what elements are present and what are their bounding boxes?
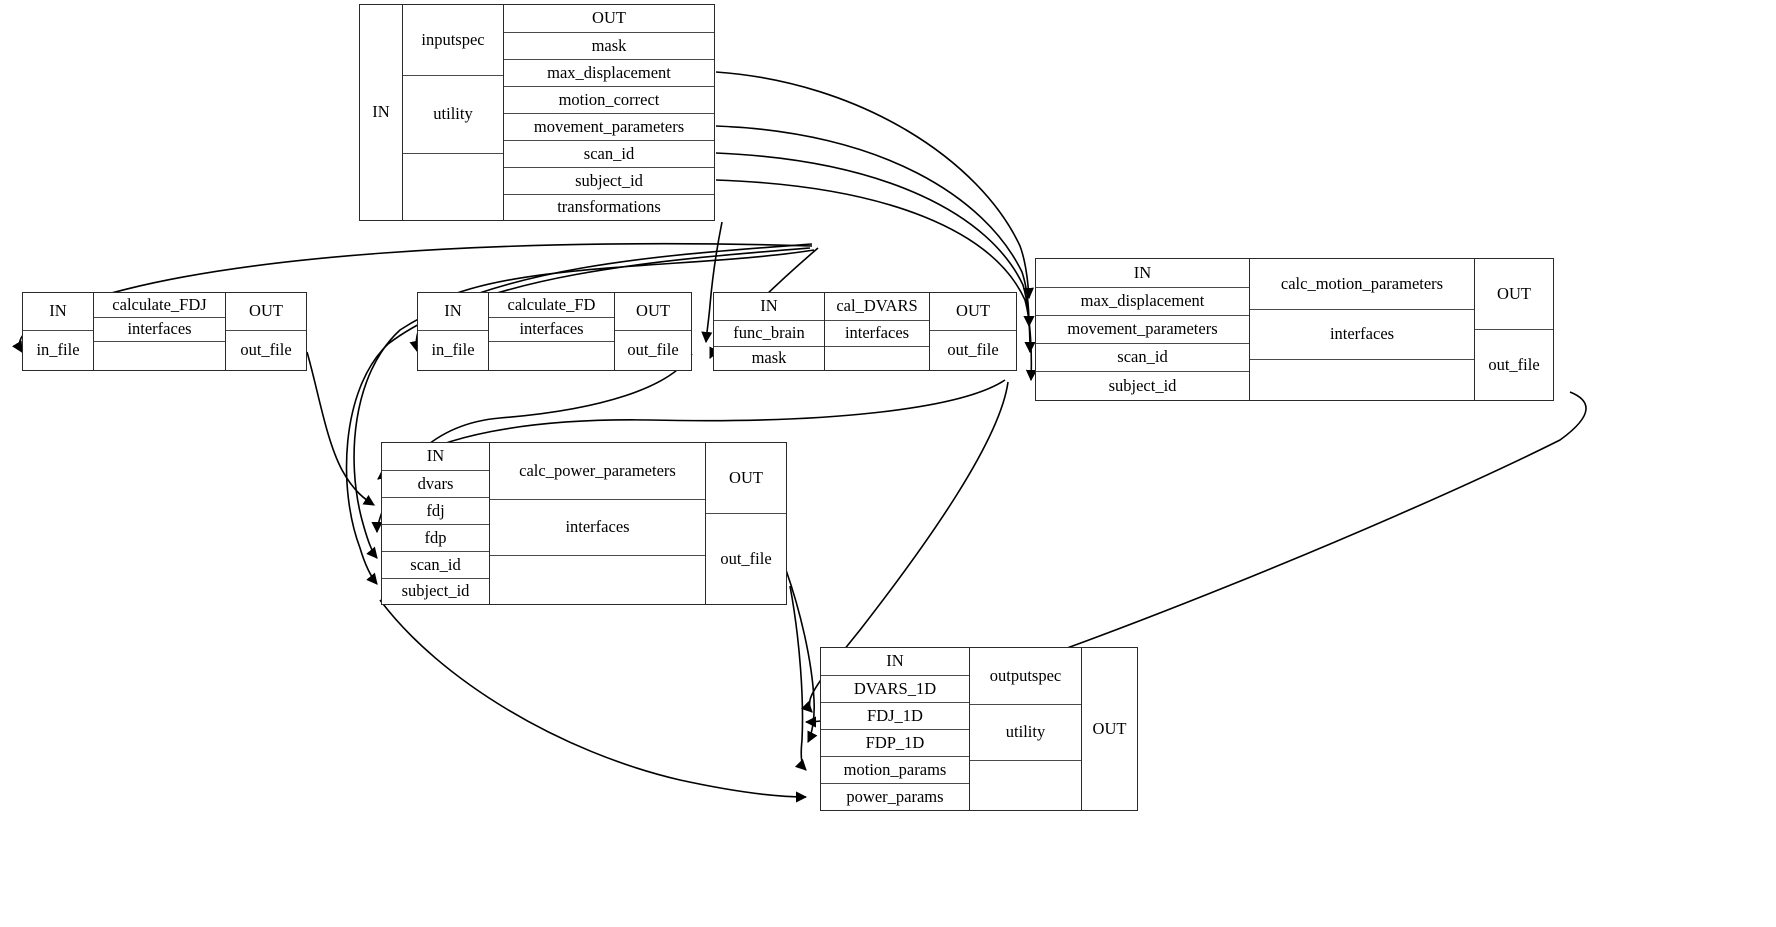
inputspec-out-port-transformations[interactable]: transformations (504, 194, 714, 220)
calculate_FDJ-body-filler: . (94, 341, 225, 370)
node-calculate_FDJ[interactable]: IN in_file calculate_FDJ interfaces . OU… (22, 292, 307, 371)
calc_power_parameters-in-header: IN (382, 443, 489, 470)
outputspec-out-header: OUT (1082, 648, 1137, 810)
calc_motion_parameters-in-header: IN (1036, 259, 1249, 287)
edge-inputspec-max_displacement-to-calc_motion_parameters-max_displacement (715, 71, 1034, 300)
calc_power_parameters-in-port-scan_id[interactable]: scan_id (382, 551, 489, 578)
calculate_FD-in-header: IN (418, 293, 488, 330)
calc_motion_parameters-body-column: calc_motion_parameters interfaces . (1249, 259, 1474, 400)
edge-calc_power_parameters-out_file-to-outputspec-power_params (379, 599, 808, 803)
inputspec-out-port-scan_id[interactable]: scan_id (504, 140, 714, 167)
calc_power_parameters-in-port-fdj[interactable]: fdj (382, 497, 489, 524)
inputspec-out-port-subject_id[interactable]: subject_id (504, 167, 714, 194)
calc_motion_parameters-out-port-out_file[interactable]: out_file (1475, 329, 1553, 400)
calc_motion_parameters-in-port-movement_parameters[interactable]: movement_parameters (1036, 315, 1249, 343)
outputspec-in-port-FDJ_1D[interactable]: FDJ_1D (821, 702, 969, 729)
calc_motion_parameters-in-port-scan_id[interactable]: scan_id (1036, 343, 1249, 371)
calculate_FD-title: calculate_FD (489, 293, 614, 317)
outputspec-title: outputspec (970, 648, 1081, 704)
outputspec-in-port-motion_params[interactable]: motion_params (821, 756, 969, 783)
node-calc_motion_parameters[interactable]: IN max_displacement movement_parameters … (1035, 258, 1554, 401)
calc_power_parameters-out-port-out_file[interactable]: out_file (706, 513, 786, 604)
node-cal_DVARS[interactable]: IN func_brain mask cal_DVARS interfaces … (713, 292, 1017, 371)
inputspec-title: inputspec (403, 5, 503, 75)
cal_DVARS-body-column: cal_DVARS interfaces . (824, 293, 929, 370)
calc_power_parameters-in-column: IN dvars fdj fdp scan_id subject_id (382, 443, 489, 604)
calc_power_parameters-out-column: OUT out_file (705, 443, 786, 604)
outputspec-in-column: IN DVARS_1D FDJ_1D FDP_1D motion_params … (821, 648, 969, 810)
outputspec-in-header: IN (821, 648, 969, 675)
calculate_FD-out-column: OUT out_file (614, 293, 691, 370)
node-outputspec[interactable]: IN DVARS_1D FDJ_1D FDP_1D motion_params … (820, 647, 1138, 811)
inputspec-in-header: IN (360, 5, 402, 220)
calc_power_parameters-title: calc_power_parameters (490, 443, 705, 499)
node-calc_power_parameters[interactable]: IN dvars fdj fdp scan_id subject_id calc… (381, 442, 787, 605)
calc_motion_parameters-out-header: OUT (1475, 259, 1553, 329)
calculate_FDJ-out-column: OUT out_file (225, 293, 306, 370)
cal_DVARS-body-filler: . (825, 346, 929, 370)
calculate_FD-interface: interfaces (489, 317, 614, 341)
calc_motion_parameters-body-filler: . (1250, 359, 1474, 400)
calculate_FDJ-out-header: OUT (226, 293, 306, 330)
calculate_FD-out-port-out_file[interactable]: out_file (615, 330, 691, 370)
calc_power_parameters-interface: interfaces (490, 499, 705, 555)
outputspec-in-port-DVARS_1D[interactable]: DVARS_1D (821, 675, 969, 702)
inputspec-out-column: OUT mask max_displacement motion_correct… (503, 5, 714, 220)
calculate_FD-out-header: OUT (615, 293, 691, 330)
calc_power_parameters-body-column: calc_power_parameters interfaces . (489, 443, 705, 604)
calculate_FDJ-out-port-out_file[interactable]: out_file (226, 330, 306, 370)
cal_DVARS-interface: interfaces (825, 320, 929, 346)
calculate_FD-in-column: IN in_file (418, 293, 488, 370)
inputspec-body-filler: . (403, 153, 503, 220)
node-inputspec[interactable]: IN inputspec utility . OUT mask max_disp… (359, 4, 715, 221)
outputspec-out-column: OUT (1081, 648, 1137, 810)
outputspec-in-port-FDP_1D[interactable]: FDP_1D (821, 729, 969, 756)
inputspec-out-header: OUT (504, 5, 714, 32)
calculate_FD-body-filler: . (489, 341, 614, 370)
cal_DVARS-out-port-out_file[interactable]: out_file (930, 330, 1016, 370)
calc_power_parameters-out-header: OUT (706, 443, 786, 513)
cal_DVARS-out-header: OUT (930, 293, 1016, 330)
calculate_FD-in-port-in_file[interactable]: in_file (418, 330, 488, 370)
cal_DVARS-in-port-mask[interactable]: mask (714, 346, 824, 370)
inputspec-body-column: inputspec utility . (402, 5, 503, 220)
calculate_FDJ-interface: interfaces (94, 317, 225, 341)
calc_motion_parameters-title: calc_motion_parameters (1250, 259, 1474, 309)
calculate_FD-body-column: calculate_FD interfaces . (488, 293, 614, 370)
edge-calc_motion_parameters-out_file-to-outputspec-motion_params (789, 585, 807, 771)
calc_motion_parameters-in-port-subject_id[interactable]: subject_id (1036, 371, 1249, 400)
inputspec-out-port-max_displacement[interactable]: max_displacement (504, 59, 714, 86)
inputspec-out-port-motion_correct[interactable]: motion_correct (504, 86, 714, 113)
calculate_FDJ-in-port-in_file[interactable]: in_file (23, 330, 93, 370)
calc_power_parameters-body-filler: . (490, 555, 705, 604)
calc_power_parameters-in-port-subject_id[interactable]: subject_id (382, 578, 489, 604)
cal_DVARS-title: cal_DVARS (825, 293, 929, 320)
cal_DVARS-in-header: IN (714, 293, 824, 320)
calculate_FDJ-title: calculate_FDJ (94, 293, 225, 317)
calc_motion_parameters-in-port-max_displacement[interactable]: max_displacement (1036, 287, 1249, 315)
inputspec-out-port-movement_parameters[interactable]: movement_parameters (504, 113, 714, 140)
node-calculate_FD[interactable]: IN in_file calculate_FD interfaces . OUT… (417, 292, 692, 371)
cal_DVARS-in-column: IN func_brain mask (714, 293, 824, 370)
inputspec-out-port-mask[interactable]: mask (504, 32, 714, 59)
calculate_FDJ-in-column: IN in_file (23, 293, 93, 370)
inputspec-in-column: IN (360, 5, 402, 220)
calc_motion_parameters-interface: interfaces (1250, 309, 1474, 359)
calc_motion_parameters-out-column: OUT out_file (1474, 259, 1553, 400)
edge-calculate_FDJ-out_file-to-calc_power_parameters-fdj (306, 351, 375, 506)
outputspec-interface: utility (970, 704, 1081, 760)
cal_DVARS-in-port-func_brain[interactable]: func_brain (714, 320, 824, 346)
calculate_FDJ-body-column: calculate_FDJ interfaces . (93, 293, 225, 370)
calc_power_parameters-in-port-fdp[interactable]: fdp (382, 524, 489, 551)
calculate_FDJ-in-header: IN (23, 293, 93, 330)
outputspec-body-column: outputspec utility . (969, 648, 1081, 810)
calc_power_parameters-in-port-dvars[interactable]: dvars (382, 470, 489, 497)
outputspec-in-port-power_params[interactable]: power_params (821, 783, 969, 810)
inputspec-interface: utility (403, 75, 503, 153)
cal_DVARS-out-column: OUT out_file (929, 293, 1016, 370)
calc_motion_parameters-in-column: IN max_displacement movement_parameters … (1036, 259, 1249, 400)
outputspec-body-filler: . (970, 760, 1081, 810)
edge-calculate_FD-out_file-to-outputspec-FDP_1D (785, 569, 818, 744)
